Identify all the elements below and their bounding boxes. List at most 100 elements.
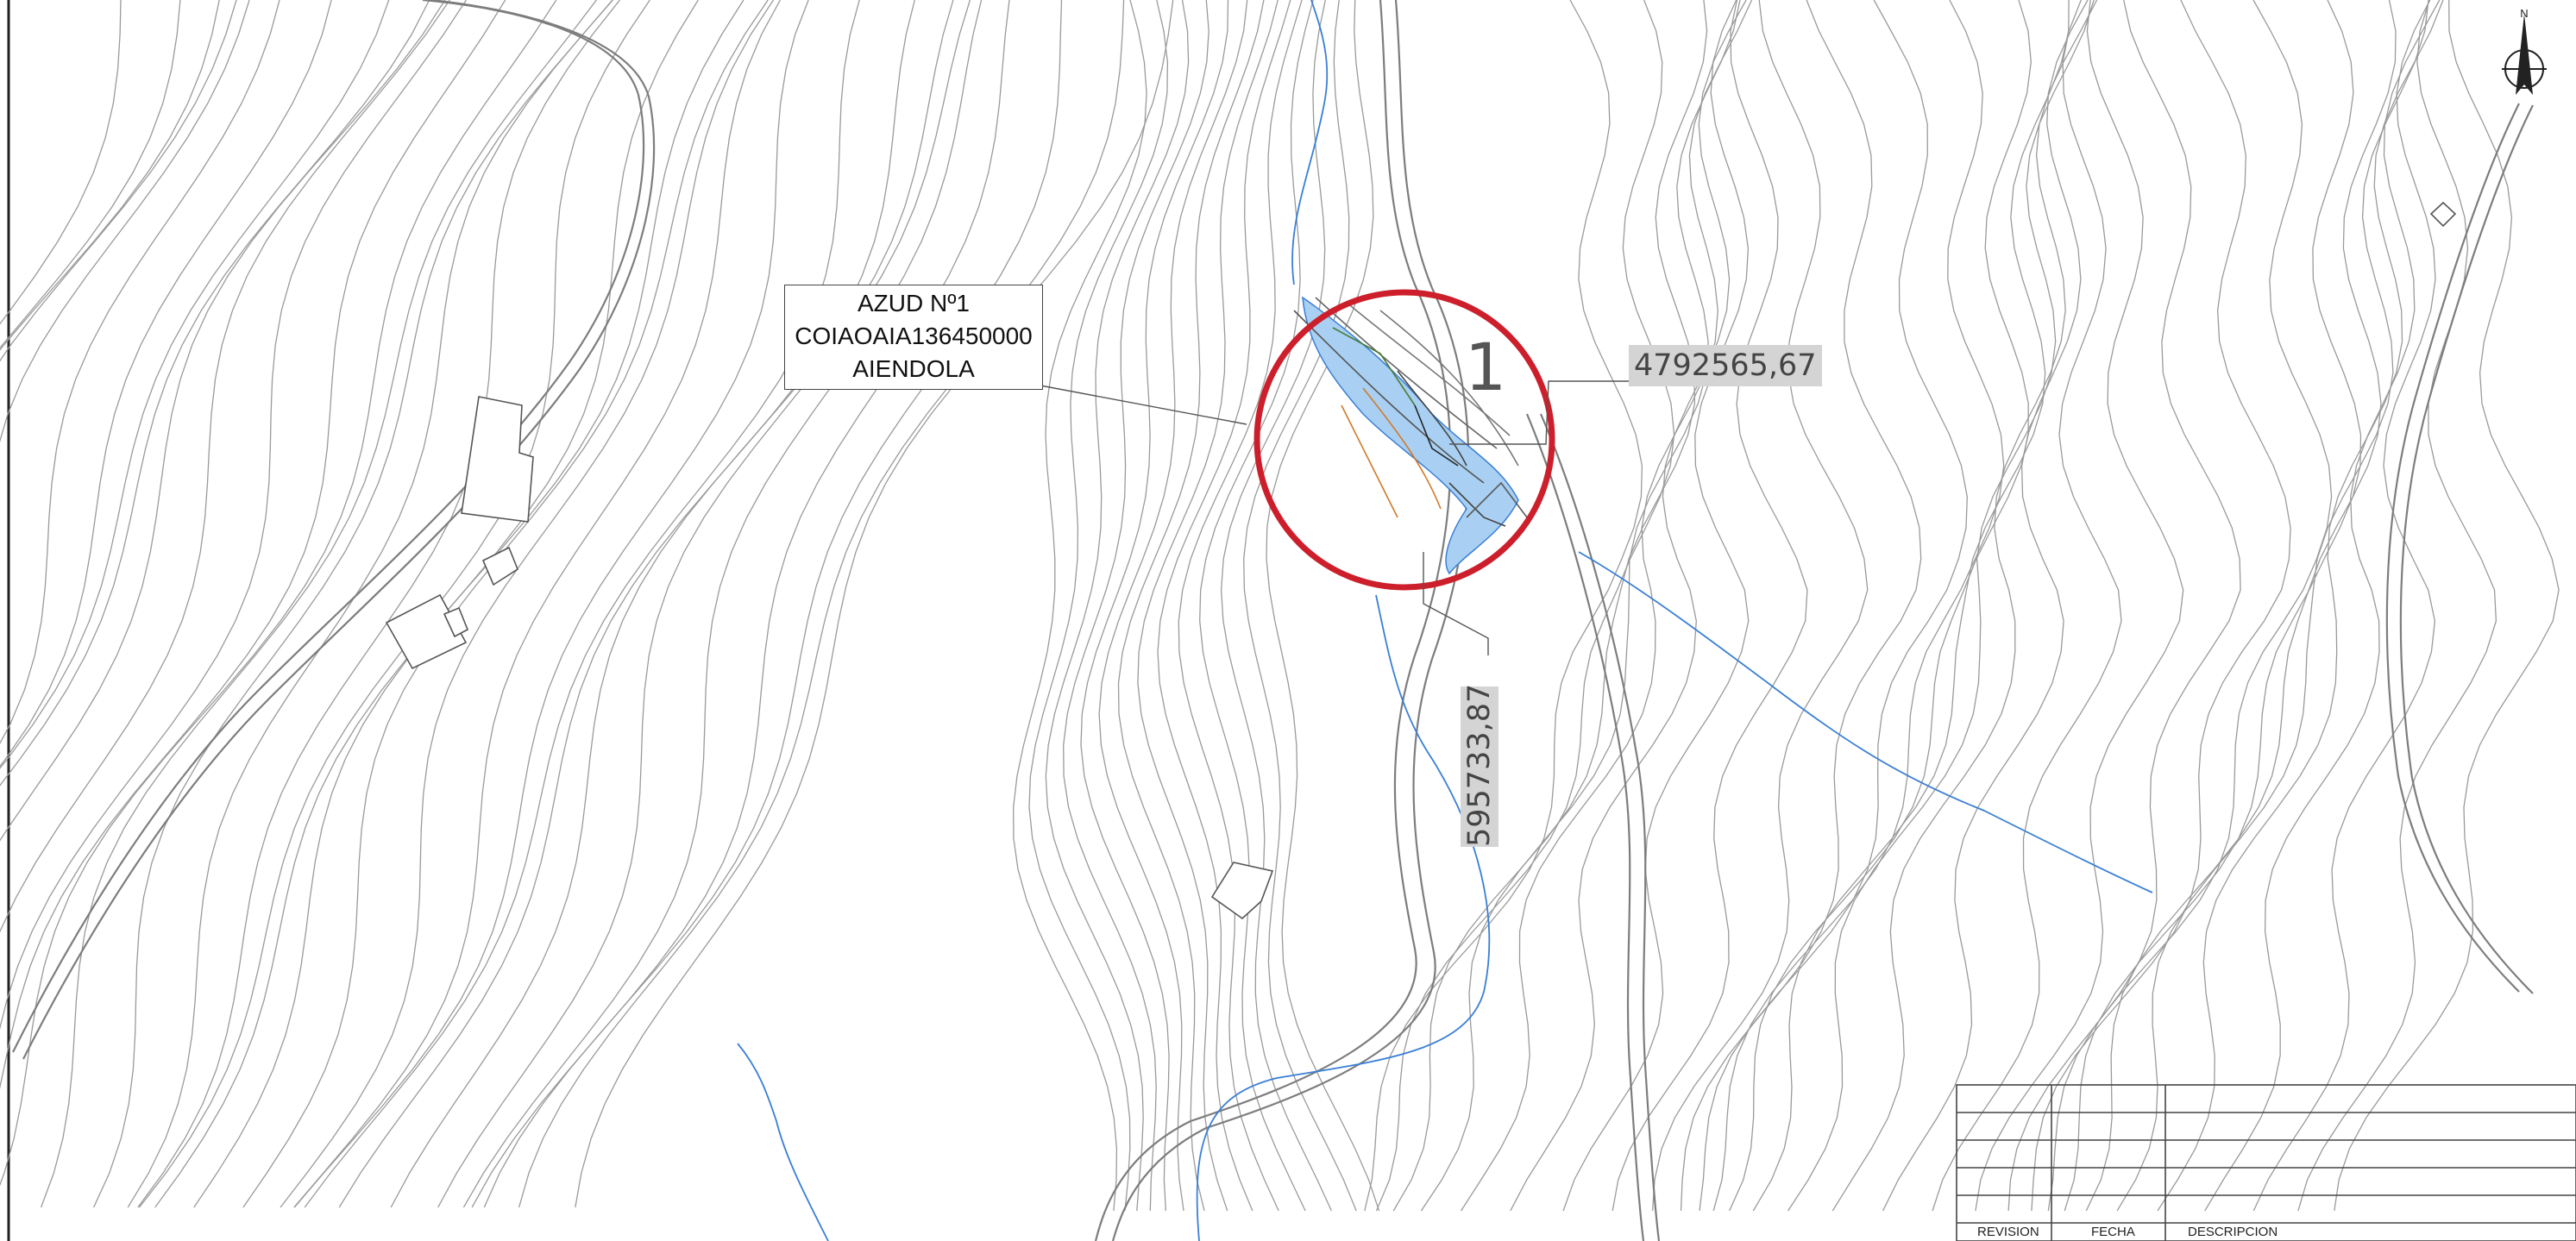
structure-code: COIAOAIA136450000 bbox=[795, 323, 1033, 349]
contour-line bbox=[127, 0, 613, 1208]
contour-line bbox=[471, 0, 1010, 1208]
roads bbox=[12, 0, 2534, 1241]
contour-line bbox=[2204, 0, 2441, 1212]
leader-lines bbox=[1040, 380, 1630, 655]
contour-line bbox=[2334, 0, 2560, 1212]
contour-line bbox=[0, 0, 557, 1187]
contour-line bbox=[437, 0, 971, 1208]
contour-line bbox=[293, 0, 781, 1208]
contour-line bbox=[280, 0, 775, 1208]
contour-line bbox=[0, 0, 390, 769]
contour-line bbox=[1392, 0, 1708, 1212]
easting-leader bbox=[1423, 552, 1489, 655]
contour-lines bbox=[0, 0, 2560, 1212]
weir-site-detail bbox=[1293, 296, 1528, 575]
contour-line bbox=[483, 0, 1063, 1208]
buildings bbox=[385, 201, 2457, 920]
road-west-edge bbox=[22, 0, 656, 1060]
contour-line bbox=[338, 0, 915, 1208]
site-highlight-circle bbox=[1253, 289, 1555, 591]
contour-line bbox=[1137, 0, 1279, 1212]
contour-line bbox=[0, 0, 220, 351]
contour-line bbox=[1063, 0, 1209, 1212]
northing-leader bbox=[1449, 380, 1630, 445]
contour-line bbox=[2297, 0, 2497, 1212]
contour-line bbox=[1375, 0, 1675, 1212]
contour-line bbox=[0, 0, 181, 349]
contour-line bbox=[1199, 0, 1314, 1212]
track-northeast-edge bbox=[2399, 104, 2534, 994]
contour-line bbox=[0, 0, 280, 745]
contour-line bbox=[2252, 0, 2436, 1212]
contour-line bbox=[1699, 0, 1968, 1212]
title-block-description-header: DESCRIPCION bbox=[2188, 1225, 2278, 1239]
rivers bbox=[737, 0, 2153, 1241]
contour-line bbox=[0, 0, 237, 362]
contour-line bbox=[1364, 0, 1643, 1212]
contour-line bbox=[1729, 0, 2032, 1212]
road-west bbox=[12, 0, 645, 1053]
contour-line bbox=[0, 0, 450, 933]
tributary-southwest bbox=[737, 1043, 829, 1241]
contour-line bbox=[293, 0, 809, 1208]
contour-line bbox=[462, 0, 983, 1208]
title-block-grid bbox=[1956, 1084, 2576, 1241]
river-main-north bbox=[1291, 0, 1329, 285]
building-1 bbox=[461, 396, 534, 523]
building-4 bbox=[443, 606, 469, 638]
contour-line bbox=[1157, 0, 1291, 1212]
building-6 bbox=[2429, 201, 2457, 228]
site-number: 1 bbox=[1465, 329, 1506, 405]
contour-line bbox=[2157, 0, 2444, 1212]
contour-line bbox=[1932, 0, 2122, 1212]
contour-line bbox=[1080, 0, 1229, 1212]
contour-line bbox=[1220, 0, 1332, 1212]
contour-line bbox=[193, 0, 745, 1208]
contour-line bbox=[1117, 0, 1265, 1212]
track-northeast bbox=[2385, 103, 2520, 993]
north-arrow-icon: N bbox=[2502, 7, 2547, 95]
contour-line bbox=[2116, 0, 2429, 1212]
river-main-south bbox=[1196, 594, 1491, 1241]
contour-line bbox=[138, 0, 650, 1208]
road-central-edge bbox=[1111, 0, 1470, 1241]
contour-line bbox=[0, 0, 467, 1030]
northing-coordinate: 4792565,67 bbox=[1629, 345, 1822, 386]
contour-line bbox=[1098, 0, 1248, 1212]
contour-line bbox=[1612, 0, 1808, 1212]
contour-line bbox=[2031, 0, 2291, 1212]
contour-line bbox=[1461, 0, 1753, 1212]
contour-line bbox=[1420, 0, 1741, 1212]
building-5 bbox=[1210, 862, 1274, 920]
structure-name: AZUD Nº1 bbox=[857, 290, 971, 317]
contour-line bbox=[0, 0, 430, 787]
contour-line bbox=[242, 0, 769, 1208]
contour-line bbox=[1712, 0, 2005, 1212]
contour-line bbox=[304, 0, 860, 1208]
contour-line bbox=[2085, 0, 2397, 1212]
contour-line bbox=[2047, 0, 2333, 1212]
tributary-east bbox=[1578, 551, 2153, 893]
contour-line bbox=[1028, 0, 1169, 1212]
contour-line bbox=[0, 0, 446, 842]
title-block-revision-header: REVISION bbox=[1977, 1225, 2039, 1239]
contour-line bbox=[1266, 0, 1380, 1212]
contour-line bbox=[1562, 0, 1750, 1212]
north-arrow-label: N bbox=[2520, 7, 2528, 20]
contour-line bbox=[518, 0, 1125, 1208]
contour-line bbox=[0, 0, 332, 768]
contour-line bbox=[1243, 0, 1357, 1212]
contour-line bbox=[1975, 0, 2184, 1212]
contour-line bbox=[1045, 0, 1190, 1212]
structure-label: AZUD Nº1 COIAOAIA136450000 AIENDOLA bbox=[784, 285, 1043, 390]
contour-line bbox=[1787, 0, 2095, 1212]
road-central bbox=[1094, 0, 1452, 1241]
contour-line bbox=[1831, 0, 2098, 1212]
contour-line bbox=[1882, 0, 2089, 1212]
easting-coordinate: 595733,87 bbox=[1461, 683, 1498, 847]
contour-line bbox=[0, 0, 122, 325]
structure-location: AIENDOLA bbox=[852, 355, 975, 382]
contour-line bbox=[0, 0, 506, 1090]
contour-line bbox=[0, 0, 250, 443]
